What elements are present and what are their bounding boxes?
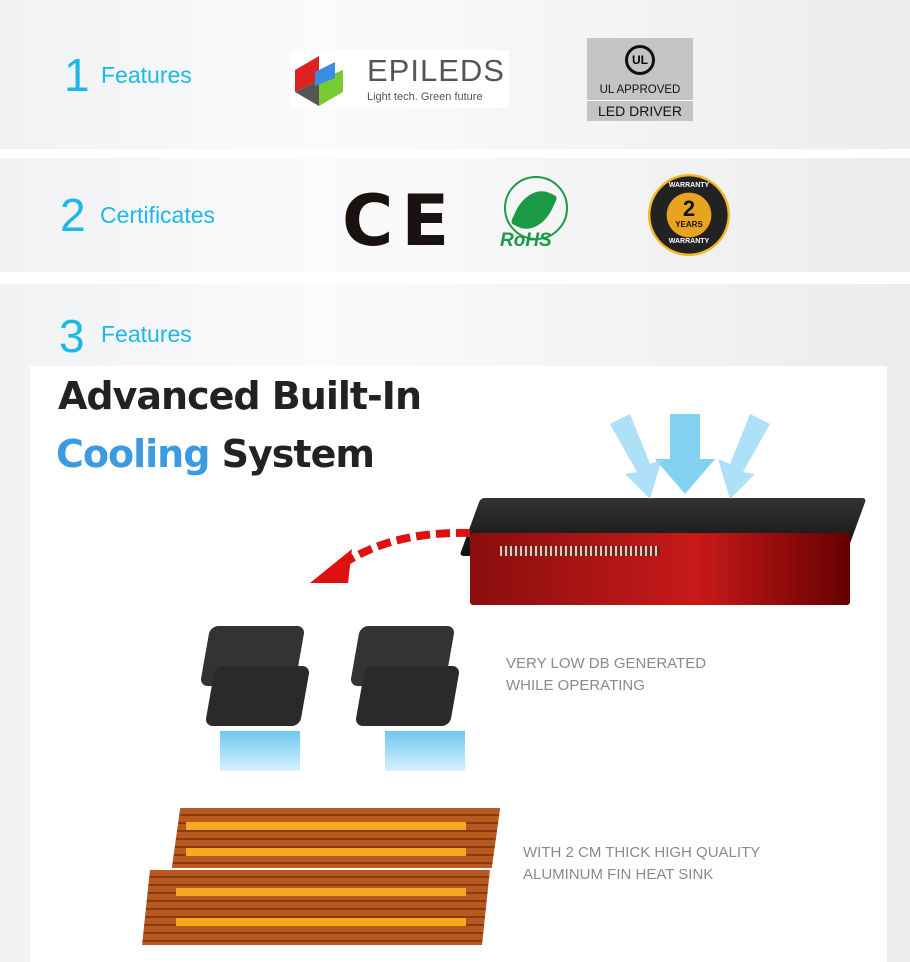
cooling-title-line1: Advanced Built-In [58,374,422,418]
led-grow-light-image [459,488,867,608]
red-curved-arrow-icon [310,528,471,583]
heat-sink-image [142,808,508,948]
epileds-logo: EPILEDS Light tech. Green future [291,50,509,108]
cooling-title-rest: System [221,432,375,476]
rohs-text: RoHS [500,230,552,251]
warranty-badge: WARRANTY 2 YEARS WARRANTY [648,174,730,256]
warranty-years: YEARS [675,220,703,229]
caption-line: VERY LOW DB GENERATED [506,655,707,672]
epileds-tagline: Light tech. Green future [367,91,483,103]
cooling-fans-image [199,611,480,776]
ul-mark-icon: UL [625,45,655,75]
cooling-title-line2: Cooling System [56,432,375,476]
warranty-number: 2 [682,196,696,221]
caption-line: WITH 2 CM THICK HIGH QUALITY [523,844,761,861]
warranty-bottom-text: WARRANTY [668,238,710,245]
section-label: Features [101,62,192,88]
section-label: Features [101,321,192,347]
section-features-1: 1 Features EPILEDS Light tech. Green fut… [0,0,910,149]
section-number: 1 [64,49,90,101]
ul-approved-text: UL APPROVED [599,84,681,96]
section-certificates: 2 Certificates CE RoHS WARRANTY 2 YEARS … [0,158,910,272]
heat-sink-caption: WITH 2 CM THICK HIGH QUALITY ALUMINUM FI… [523,842,760,886]
ul-approved-badge: UL UL APPROVED LED DRIVER [587,38,693,121]
section-number: 3 [59,310,85,362]
cooling-highlight: Cooling [56,432,210,476]
cooling-system-panel: Advanced Built-In Cooling System VERY LO… [30,366,887,962]
ce-mark-icon: CE [342,180,458,262]
epileds-name: EPILEDS [367,53,505,88]
airflow-down-arrows-icon [610,414,770,499]
caption-line: ALUMINUM FIN HEAT SINK [523,866,714,883]
caption-line: WHILE OPERATING [506,677,645,694]
section-number: 2 [60,189,86,241]
ul-driver-text: LED DRIVER [597,103,683,119]
warranty-top-text: WARRANTY [668,182,710,189]
fans-caption: VERY LOW DB GENERATED WHILE OPERATING [506,653,706,697]
rohs-logo: RoHS [498,176,574,252]
epileds-cube-icon [295,56,343,106]
section-label: Certificates [100,202,216,228]
